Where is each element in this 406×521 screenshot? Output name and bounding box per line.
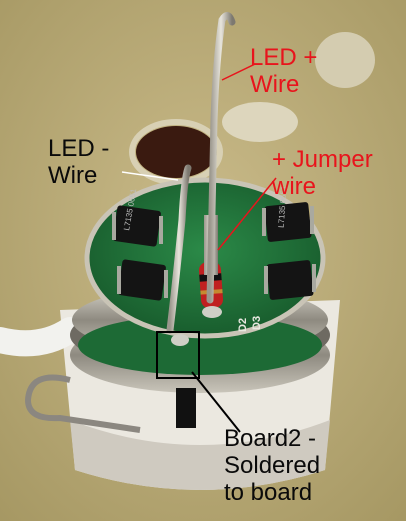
label-jumper-wire: + Jumper wire: [272, 146, 373, 200]
label-board2-soldered: Board2 - Soldered to board: [224, 425, 321, 506]
silkscreen-d2: D2: [237, 318, 249, 332]
led-plus-wire: [206, 12, 236, 304]
regulator-chips: [113, 202, 314, 301]
regulator-chip: [266, 260, 314, 300]
pointer-board2: [191, 371, 241, 433]
chip-pins: [112, 206, 316, 298]
pointer-led-minus: [121, 171, 179, 181]
led-minus-wire: [166, 164, 192, 334]
background-hole: [222, 102, 298, 142]
pointer-jumper: [217, 177, 277, 251]
pcb-rim: [84, 177, 326, 339]
black-wire: [176, 388, 196, 428]
regulator-chip: [264, 202, 312, 242]
background-hole: [136, 126, 216, 178]
label-led-minus-wire: LED - Wire: [48, 135, 110, 189]
regulator-chip: [118, 259, 166, 301]
white-cable: [0, 317, 83, 357]
chip-marking: L7135 0651: [277, 185, 289, 228]
label-led-plus-wire: LED + Wire: [250, 44, 318, 98]
regulator-chip: [113, 205, 161, 247]
solder-joint: [171, 334, 189, 346]
silkscreen-d3: D3: [251, 316, 263, 330]
solder-joint: [202, 306, 222, 318]
pointer-led-plus: [221, 63, 256, 81]
metal-clip: [24, 374, 141, 433]
white-holder-shadow: [70, 420, 330, 490]
board2-highlight-box: [156, 331, 200, 379]
background-hole: [315, 32, 375, 88]
